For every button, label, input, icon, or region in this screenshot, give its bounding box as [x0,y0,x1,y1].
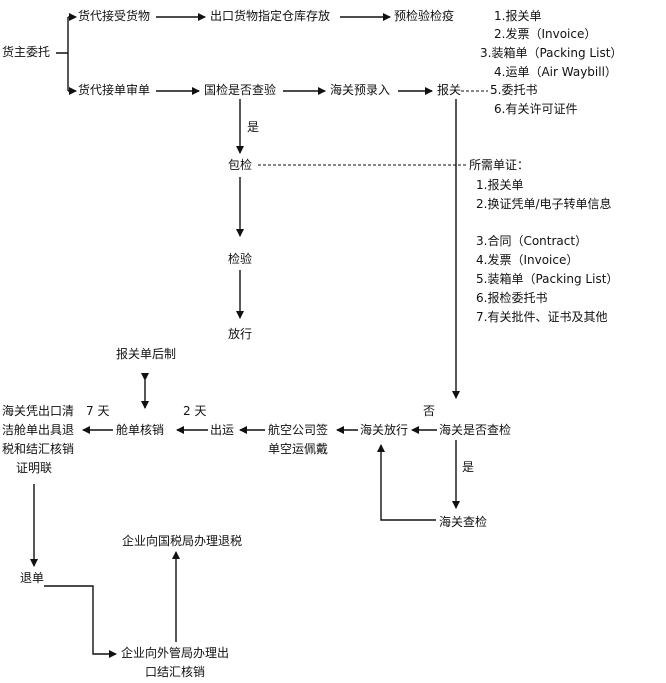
docs1-item: 2.发票（Invoice） [494,27,597,41]
docs2-title: 所需单证： [469,158,530,172]
cert-line-1: 海关凭出口清 [2,404,75,418]
docs1-item: 3.装箱单（Packing List） [480,46,623,60]
airline-line-2: 单空运佩戴 [268,442,329,456]
docs1-item: 1.报关单 [494,9,542,23]
refund-doc-node: 退单 [20,571,45,585]
consignor-node: 货主委托 [2,45,51,59]
docs2-item: 6.报检委托书 [476,291,548,305]
docs2-item: 4.发票（Invoice） [476,253,579,267]
docs2-item: 1.报关单 [476,178,524,192]
decl-later-node: 报关单后制 [116,347,177,361]
loop-back-to-release [377,444,436,521]
forex-line-2: 口结汇核销 [145,665,206,679]
inspection-pkg-node: 包检 [228,158,253,172]
customs-preentry-node: 海关预录入 [330,83,391,97]
customs-inspect-node: 海关查检 [439,515,488,529]
cert-line-3: 税和结汇核销 [2,442,75,456]
arrow-to-forex [44,585,117,658]
days2-label: 2 天 [183,404,207,418]
declare-node: 报关 [437,83,462,97]
inspect-node: 检验 [228,252,253,266]
pre-inspection-node: 预检验检疫 [394,9,455,23]
docs1-item: 4.运单（Air Waybill） [494,65,617,79]
yes-label-2: 是 [462,460,475,474]
docs1-item: 6.有关许可证件 [494,102,578,116]
docs2-item: 3.合同（Contract） [476,234,588,248]
customs-check-q-node: 海关是否查检 [439,423,512,437]
customs-release-node: 海关放行 [360,423,409,437]
cert-line-2: 洁舱单出具退 [2,423,75,437]
split-line [56,17,69,91]
forwarder-review-node: 货代接单审单 [78,83,151,97]
docs1-item: 5.委托书 [490,83,538,97]
tax-refund-node: 企业向国税局办理退税 [122,534,243,548]
release1-node: 放行 [228,327,253,341]
need-inspection-node: 国检是否查验 [204,83,277,97]
forex-line-1: 企业向外管局办理出 [121,646,230,660]
cert-line-4: 证明联 [16,461,53,475]
ship-node: 出运 [210,423,235,437]
airline-line-1: 航空公司签 [268,423,329,437]
docs2-item: 5.装箱单（Packing List） [476,272,619,286]
docs2-item: 7.有关批件、证书及其他 [476,310,608,324]
yes-label-1: 是 [247,120,260,134]
no-label: 否 [423,404,436,418]
manifest-verify-node: 舱单核销 [116,423,165,437]
docs2-item: 2.换证凭单/电子转单信息 [476,197,612,211]
days7-label: 7 天 [86,404,110,418]
warehouse-node: 出口货物指定仓库存放 [210,9,331,23]
forwarder-receive-node: 货代接受货物 [78,9,151,23]
